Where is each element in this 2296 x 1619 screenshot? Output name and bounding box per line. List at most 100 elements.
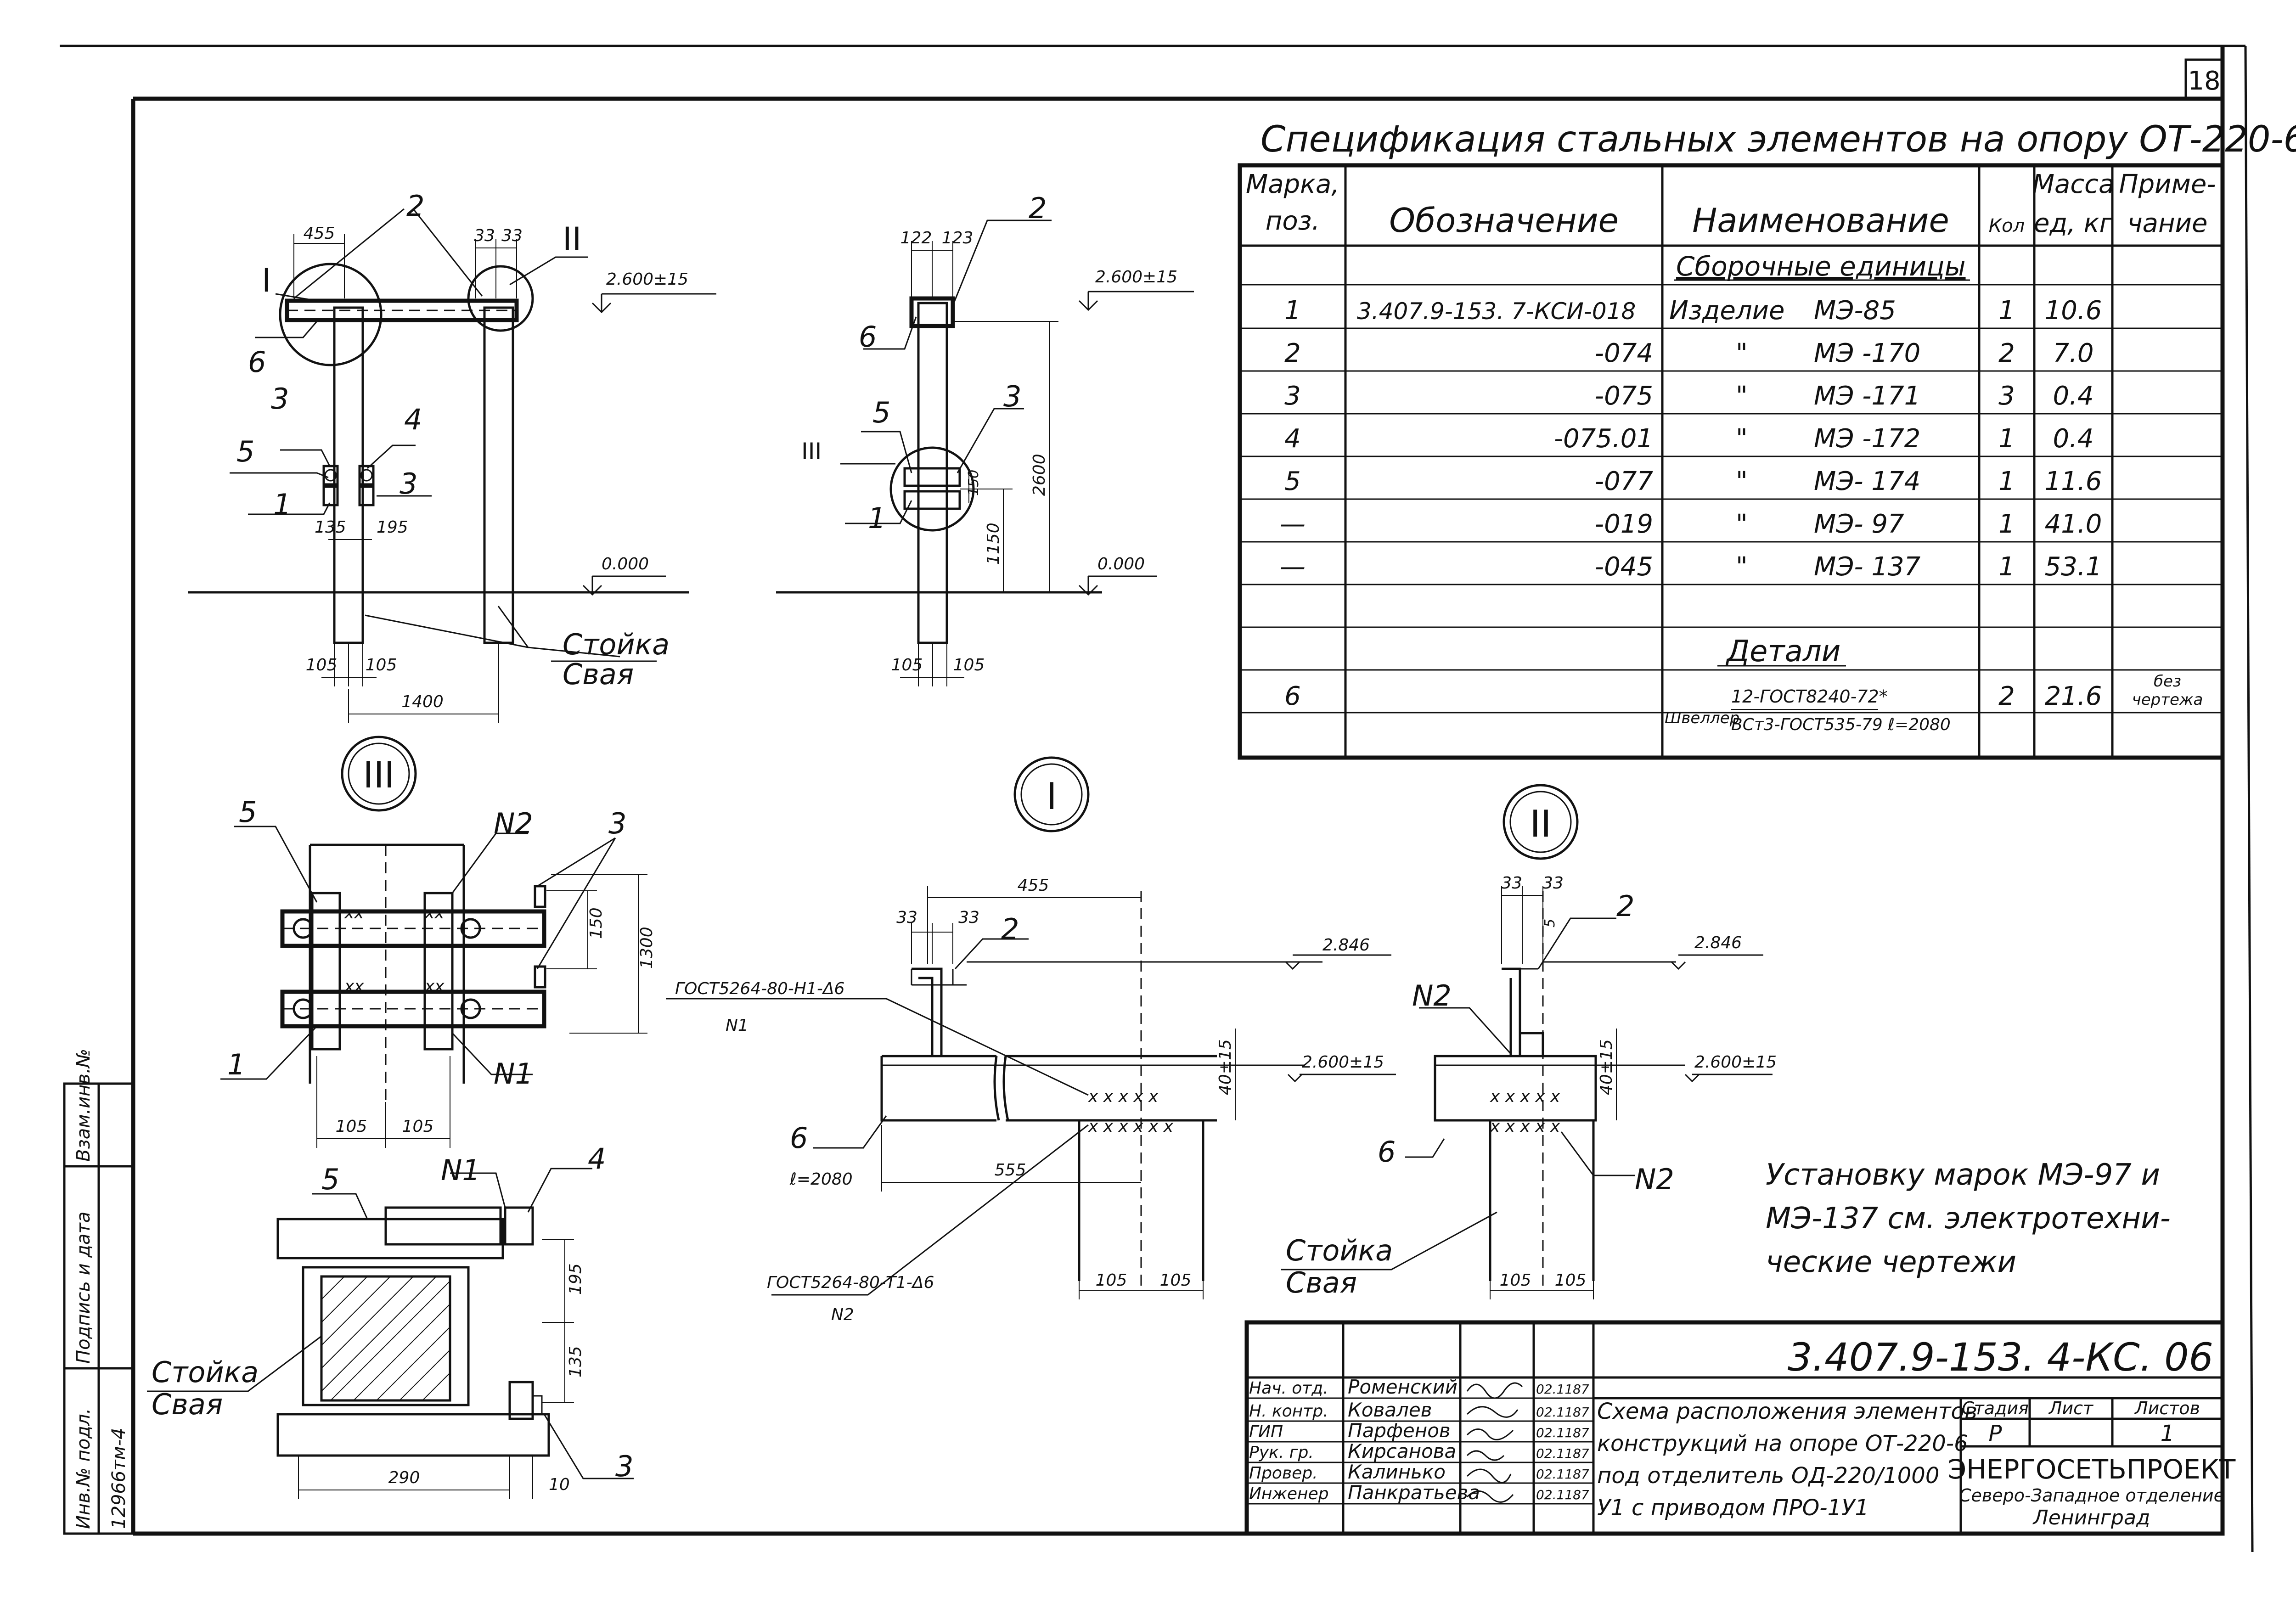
stamp-label-replace: Взам.инв.№ xyxy=(73,1049,94,1162)
svg-text:-077: -077 xyxy=(1595,467,1653,496)
svg-text:123: 123 xyxy=(942,229,974,247)
sheet-number: 18 xyxy=(2188,66,2220,96)
svg-text:33: 33 xyxy=(474,226,495,245)
svg-text:II: II xyxy=(563,220,581,258)
title-block: 3.407.9-153. 4-КС. 06 Нач. отд. Н. контр… xyxy=(1244,1320,2236,1536)
svg-text:2: 2 xyxy=(1284,338,1301,368)
svg-text:3: 3 xyxy=(608,807,626,840)
svg-text:2.846: 2.846 xyxy=(1322,936,1370,955)
svg-text:150: 150 xyxy=(966,470,982,496)
svg-text:5: 5 xyxy=(1542,919,1558,928)
spec-row: — -045 " МЭ- 137 1 53.1 xyxy=(1280,552,2102,582)
node-3-detail: III xx xx xx xx 5 N2 3 xyxy=(220,736,656,1148)
svg-text:N1: N1 xyxy=(726,1016,748,1035)
svg-text:6: 6 xyxy=(859,320,877,354)
svg-text:6: 6 xyxy=(790,1121,808,1155)
svg-text:Стойка: Стойка xyxy=(563,628,670,661)
svg-text:02.1187: 02.1187 xyxy=(1536,1446,1589,1461)
svg-text:6: 6 xyxy=(1284,681,1301,711)
svg-text:МЭ- 174: МЭ- 174 xyxy=(1814,467,1920,496)
spec-row: — -019 " МЭ- 97 1 41.0 xyxy=(1280,509,2102,539)
svg-text:5: 5 xyxy=(236,435,254,468)
svg-text:3: 3 xyxy=(615,1450,633,1483)
side-view: 6 2 5 3 III 1 122 123 2.600±15 0.000 150… xyxy=(776,191,1194,686)
svg-text:МЭ -170: МЭ -170 xyxy=(1814,338,1920,368)
svg-text:Рук. гр.: Рук. гр. xyxy=(1249,1443,1314,1462)
hdr-mark-1: Марка, xyxy=(1246,169,1339,199)
svg-text:2: 2 xyxy=(1616,889,1634,923)
svg-text:195: 195 xyxy=(566,1263,585,1295)
svg-text:МЭ -171: МЭ -171 xyxy=(1814,381,1920,411)
svg-text:2.600±15: 2.600±15 xyxy=(1694,1053,1777,1072)
hdr-note-1: Приме- xyxy=(2119,169,2216,199)
svg-text:ческие чертежи: ческие чертежи xyxy=(1766,1245,2016,1279)
svg-text:555: 555 xyxy=(995,1161,1026,1180)
node-3-circle-label: III xyxy=(363,755,394,796)
svg-text:Парфенов: Парфенов xyxy=(1348,1419,1451,1442)
svg-text:ВСт3-ГОСТ535-79 ℓ=2080: ВСт3-ГОСТ535-79 ℓ=2080 xyxy=(1731,715,1951,734)
stamp-inv-number: 12966тм-4 xyxy=(108,1428,129,1529)
svg-text:1: 1 xyxy=(273,488,291,521)
svg-text:122: 122 xyxy=(900,229,932,247)
spec-row: 5 -077 " МЭ- 174 1 11.6 xyxy=(1284,467,2102,496)
svg-text:Стойка: Стойка xyxy=(152,1355,259,1389)
svg-text:2600: 2600 xyxy=(1030,454,1049,496)
svg-text:1: 1 xyxy=(2161,1421,2175,1446)
stamp-label-inv: Инв.№ подл. xyxy=(73,1408,94,1529)
svg-text:Калинько: Калинько xyxy=(1348,1461,1446,1483)
svg-text:1: 1 xyxy=(1998,509,2015,539)
svg-text:-074: -074 xyxy=(1595,338,1653,368)
svg-text:1300: 1300 xyxy=(637,927,656,969)
svg-text:6: 6 xyxy=(1378,1135,1396,1169)
hdr-designation: Обозначение xyxy=(1389,201,1619,240)
svg-text:2: 2 xyxy=(406,189,424,223)
svg-text:Свая: Свая xyxy=(152,1388,223,1421)
svg-text:Схема расположения элементов: Схема расположения элементов xyxy=(1597,1399,1977,1424)
svg-text:4: 4 xyxy=(588,1142,606,1175)
svg-text:N2: N2 xyxy=(1635,1163,1674,1196)
svg-text:1: 1 xyxy=(1998,424,2015,454)
svg-text:2.600±15: 2.600±15 xyxy=(606,270,688,289)
svg-text:Ковалев: Ковалев xyxy=(1348,1399,1432,1421)
svg-text:Провер.: Провер. xyxy=(1249,1464,1318,1483)
svg-text:": " xyxy=(1736,552,1748,582)
svg-text:455: 455 xyxy=(1018,876,1049,895)
svg-text:xx: xx xyxy=(424,977,445,996)
svg-text:2: 2 xyxy=(1001,912,1019,946)
node-2-circle-label: II xyxy=(1530,803,1551,845)
svg-text:7.0: 7.0 xyxy=(2053,338,2093,368)
general-note: Установку марок МЭ-97 и МЭ-137 см. элект… xyxy=(1766,1158,2171,1279)
svg-text:02.1187: 02.1187 xyxy=(1536,1382,1589,1397)
svg-text:455: 455 xyxy=(304,224,335,243)
svg-text:105: 105 xyxy=(1160,1271,1192,1290)
svg-text:4: 4 xyxy=(404,403,422,436)
svg-text:Ленинград: Ленинград xyxy=(2032,1506,2150,1529)
svg-text:3: 3 xyxy=(1284,381,1301,411)
svg-text:Р: Р xyxy=(1989,1421,2002,1446)
svg-text:": " xyxy=(1736,381,1748,411)
svg-text:N1: N1 xyxy=(441,1153,480,1187)
svg-text:1: 1 xyxy=(1998,467,2015,496)
svg-text:290: 290 xyxy=(388,1468,420,1487)
svg-text:5: 5 xyxy=(1284,467,1301,496)
svg-text:0.000: 0.000 xyxy=(602,555,649,573)
svg-text:Панкратьева: Панкратьева xyxy=(1348,1481,1480,1504)
svg-text:III: III xyxy=(801,438,822,465)
svg-text:xx: xx xyxy=(344,977,364,996)
svg-text:0.4: 0.4 xyxy=(2053,381,2093,411)
svg-text:02.1187: 02.1187 xyxy=(1536,1405,1589,1420)
svg-text:2: 2 xyxy=(1998,338,2015,368)
svg-text:Изделие: Изделие xyxy=(1669,296,1784,326)
svg-text:12-ГОСТ8240-72*: 12-ГОСТ8240-72* xyxy=(1731,686,1888,707)
svg-text:5: 5 xyxy=(239,795,257,829)
svg-text:2.846: 2.846 xyxy=(1694,933,1742,952)
svg-text:105: 105 xyxy=(953,656,985,675)
svg-text:ℓ=2080: ℓ=2080 xyxy=(789,1170,853,1189)
svg-text:150: 150 xyxy=(587,907,606,939)
svg-text:2.600±15: 2.600±15 xyxy=(1095,268,1177,287)
svg-text:-075.01: -075.01 xyxy=(1554,424,1653,454)
svg-text:33: 33 xyxy=(1542,874,1564,893)
svg-text:105: 105 xyxy=(336,1117,367,1136)
svg-text:Кирсанова: Кирсанова xyxy=(1348,1440,1456,1462)
